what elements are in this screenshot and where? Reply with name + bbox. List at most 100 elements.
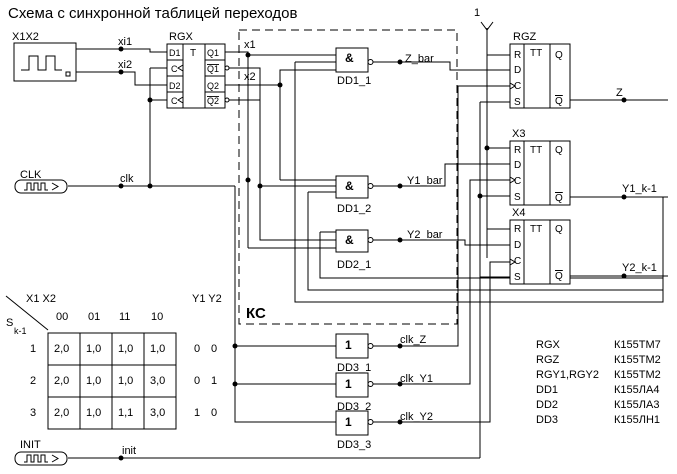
rgx-pin-r3: Q2 xyxy=(207,96,219,106)
table-cell-2-1: 1,0 xyxy=(86,407,101,419)
signal-x2: x2 xyxy=(244,71,256,83)
table-cell-0-3: 1,0 xyxy=(150,343,165,355)
table-corner-s: S xyxy=(6,317,13,329)
gate-dd1-1: & DD1_1 Z_bar xyxy=(335,47,434,87)
ff-x3-name: X3 xyxy=(512,128,525,140)
table-y-header: Y1 Y2 xyxy=(192,293,222,305)
ff-rgz-tt: TT xyxy=(530,48,542,59)
wires xyxy=(68,28,668,459)
table-cell-1-0: 2,0 xyxy=(54,375,69,387)
table-cell-2-0: 2,0 xyxy=(54,407,69,419)
ff-rgz-pin-r0: Q xyxy=(555,50,563,61)
inverter-dd3-1: 1 DD3_1 clk_Z xyxy=(335,333,427,374)
table-row-1-s: 2 xyxy=(30,375,36,387)
table-y-2-1: 1 xyxy=(194,407,200,419)
inverter-dd3-2-sym: 1 xyxy=(345,377,352,391)
flipflop-rgz: RGZ TT R D C S Q Q Z xyxy=(509,31,623,109)
ff-x3-pin-l0: R xyxy=(514,145,521,156)
table-cell-0-2: 1,0 xyxy=(118,343,133,355)
ff-x3-pin-l2: C xyxy=(514,176,521,187)
ff-x4-tt: TT xyxy=(530,224,542,235)
ff-rgz-pin-l3: S xyxy=(514,97,521,108)
table-row-2-s: 3 xyxy=(30,407,36,419)
ff-x3-pin-l3: S xyxy=(514,192,521,203)
ff-x4-pin-l0: R xyxy=(514,224,521,235)
signal-x1: x1 xyxy=(244,39,256,51)
ff-rgz-pin-l0: R xyxy=(514,50,521,61)
signal-xi1: xi1 xyxy=(118,36,132,48)
ff-x3-pin-r1: Q xyxy=(555,193,563,204)
part-ref-1: RGZ xyxy=(536,354,560,366)
inverter-dd3-3-out: clk_Y2 xyxy=(400,411,433,423)
table-cell-0-0: 2,0 xyxy=(54,343,69,355)
ff-x4-pin-r0: Q xyxy=(555,224,563,235)
ff-rgz-pin-l2: C xyxy=(514,81,521,92)
signal-clk: clk xyxy=(120,173,134,185)
ff-rgz-pin-l1: D xyxy=(514,65,521,76)
rgx-pin-r2: Q2 xyxy=(207,81,219,91)
ff-x4-pin-l2: C xyxy=(514,256,521,267)
gate-dd2-1-label: DD2_1 xyxy=(337,259,371,271)
table-col-3: 10 xyxy=(151,311,163,323)
part-ref-2: RGY1,RGY2 xyxy=(536,369,599,381)
signal-init: init xyxy=(122,445,136,457)
ff-x3-pin-r0: Q xyxy=(555,145,563,156)
part-type-5: К155ЛН1 xyxy=(614,414,660,426)
ff-rgz-out: Z xyxy=(616,87,623,99)
rgx-pin-r0: Q1 xyxy=(207,48,219,58)
generator-label: X1X2 xyxy=(12,31,39,43)
flipflop-x4: X4 TT R D C S Q Q Y2_k-1 xyxy=(509,207,657,285)
table-cell-2-3: 3,0 xyxy=(150,407,165,419)
rgx-name: RGX xyxy=(169,31,194,43)
inverter-dd3-2: 1 DD3_2 clk_Y1 xyxy=(335,372,433,413)
rgx-pin-l0: D1 xyxy=(169,48,181,58)
table-header: X1 X2 xyxy=(26,293,56,305)
table-y-0-2: 0 xyxy=(211,343,217,355)
gate-dd1-1-sym: & xyxy=(345,51,354,65)
part-type-2: К155ТМ2 xyxy=(614,369,661,381)
vcc-label: 1 xyxy=(474,7,480,19)
vcc-marker: 1 xyxy=(474,7,494,31)
table-col-2: 11 xyxy=(119,311,130,323)
inverter-dd3-1-label: DD3_1 xyxy=(337,362,371,374)
gate-dd1-2: & DD1_2 Y1_bar xyxy=(335,175,443,215)
page-title: Схема с синхронной таблицей переходов xyxy=(8,5,297,22)
gate-dd1-2-out: Y1_bar xyxy=(407,175,443,187)
part-ref-3: DD1 xyxy=(536,384,558,396)
part-ref-4: DD2 xyxy=(536,399,558,411)
ks-region xyxy=(238,29,458,325)
gate-dd1-1-out: Z_bar xyxy=(405,53,434,65)
ff-x4-out: Y2_k-1 xyxy=(622,262,657,274)
table-col-1: 01 xyxy=(88,311,100,323)
clk-input-label: CLK xyxy=(20,169,42,181)
signal-xi2: xi2 xyxy=(118,59,132,71)
init-input: INIT xyxy=(14,439,68,466)
part-type-0: К155ТМ7 xyxy=(614,339,661,351)
part-ref-5: DD3 xyxy=(536,414,558,426)
init-input-label: INIT xyxy=(20,439,41,451)
register-rgx: RGX T D1 C D2 C Q1 Q1 Q2 Q2 xyxy=(166,31,230,109)
ff-x4-pin-l3: S xyxy=(514,272,521,283)
table-cell-0-1: 1,0 xyxy=(86,343,101,355)
ff-x4-name: X4 xyxy=(512,207,525,219)
part-type-1: К155ТМ2 xyxy=(614,354,661,366)
inverter-dd3-1-sym: 1 xyxy=(345,338,352,352)
gate-dd2-1: & DD2_1 Y2_bar xyxy=(335,229,443,271)
ff-rgz-pin-r1: Q xyxy=(555,96,563,107)
gate-dd1-2-label: DD1_2 xyxy=(337,203,371,215)
table-corner-sub: k-1 xyxy=(14,326,27,336)
table-cell-1-2: 1,0 xyxy=(118,375,133,387)
generator-x1x2: X1X2 xyxy=(12,31,77,82)
ff-x3-out: Y1_k-1 xyxy=(622,183,657,195)
ks-label: КС xyxy=(246,305,266,322)
part-type-4: К155ЛА3 xyxy=(614,399,659,411)
gate-dd2-1-sym: & xyxy=(345,233,354,247)
inverter-dd3-3-label: DD3_3 xyxy=(337,439,371,451)
inverter-dd3-1-out: clk_Z xyxy=(400,334,427,346)
ff-x4-pin-r1: Q xyxy=(555,271,563,282)
rgx-pin-l1: C xyxy=(171,64,178,74)
flipflop-x3: X3 TT R D C S Q Q Y1_k-1 xyxy=(509,128,657,206)
ff-x3-tt: TT xyxy=(530,145,542,156)
inverter-dd3-2-out: clk_Y1 xyxy=(400,373,433,385)
